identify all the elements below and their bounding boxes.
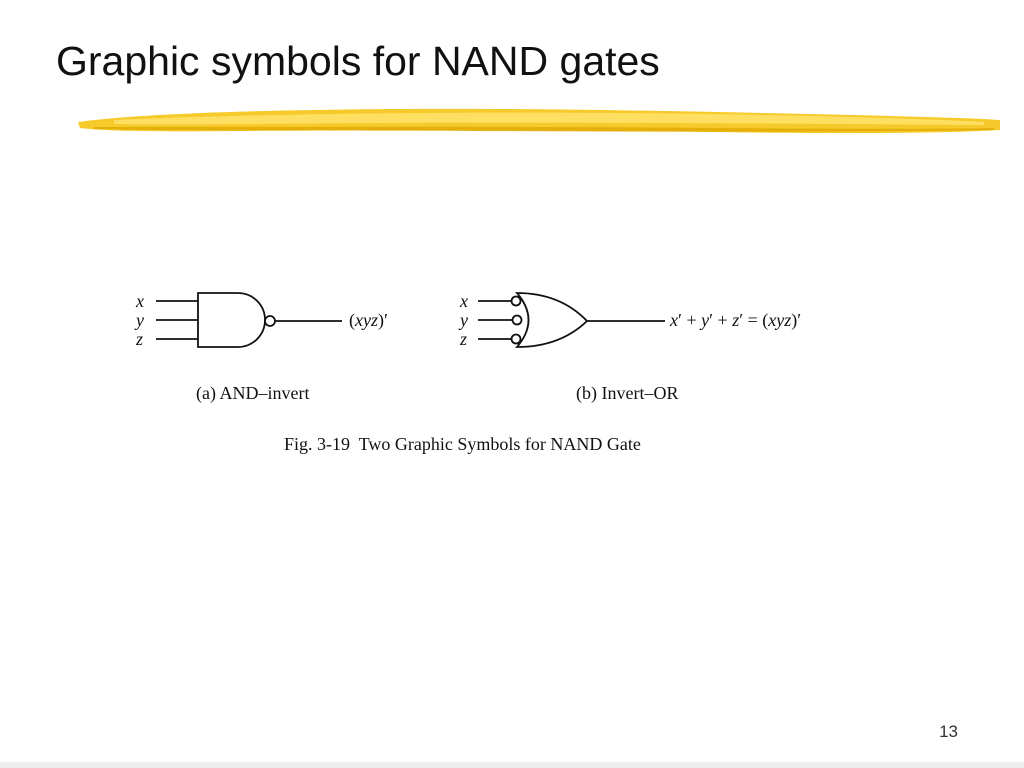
output-expression-b: x′ + y′ + z′ = (xyz)′ <box>669 310 801 331</box>
gate-a-label: (a) AND–invert <box>196 383 309 404</box>
input-label-x: x <box>459 291 468 311</box>
highlighter-underline <box>78 108 1000 134</box>
and-invert-gate <box>156 292 342 348</box>
slide-title: Graphic symbols for NAND gates <box>56 38 660 84</box>
underline-band-highlight <box>114 112 984 125</box>
input-bubble-x <box>510 295 522 307</box>
input-label-x: x <box>135 291 144 311</box>
invert-or-gate <box>478 292 665 348</box>
input-bubble-z <box>510 333 522 345</box>
footer-band <box>0 762 1024 768</box>
inversion-bubble <box>264 315 276 327</box>
nand-symbols-figure: x y z (xyz)′ (a) AND–invert x y z x′ + y… <box>134 291 801 454</box>
and-gate-body <box>197 292 266 348</box>
output-expression-a: (xyz)′ <box>349 310 388 331</box>
underline-band-shadow <box>94 126 994 132</box>
input-label-y: y <box>134 310 144 330</box>
input-bubble-y <box>511 314 523 326</box>
input-label-z: z <box>135 329 143 349</box>
page-number: 13 <box>939 722 958 741</box>
gate-b-label: (b) Invert–OR <box>576 383 678 404</box>
figure-caption: Fig. 3-19 Two Graphic Symbols for NAND G… <box>284 434 641 454</box>
input-label-y: y <box>458 310 468 330</box>
input-label-z: z <box>459 329 467 349</box>
or-gate-body <box>515 292 589 348</box>
